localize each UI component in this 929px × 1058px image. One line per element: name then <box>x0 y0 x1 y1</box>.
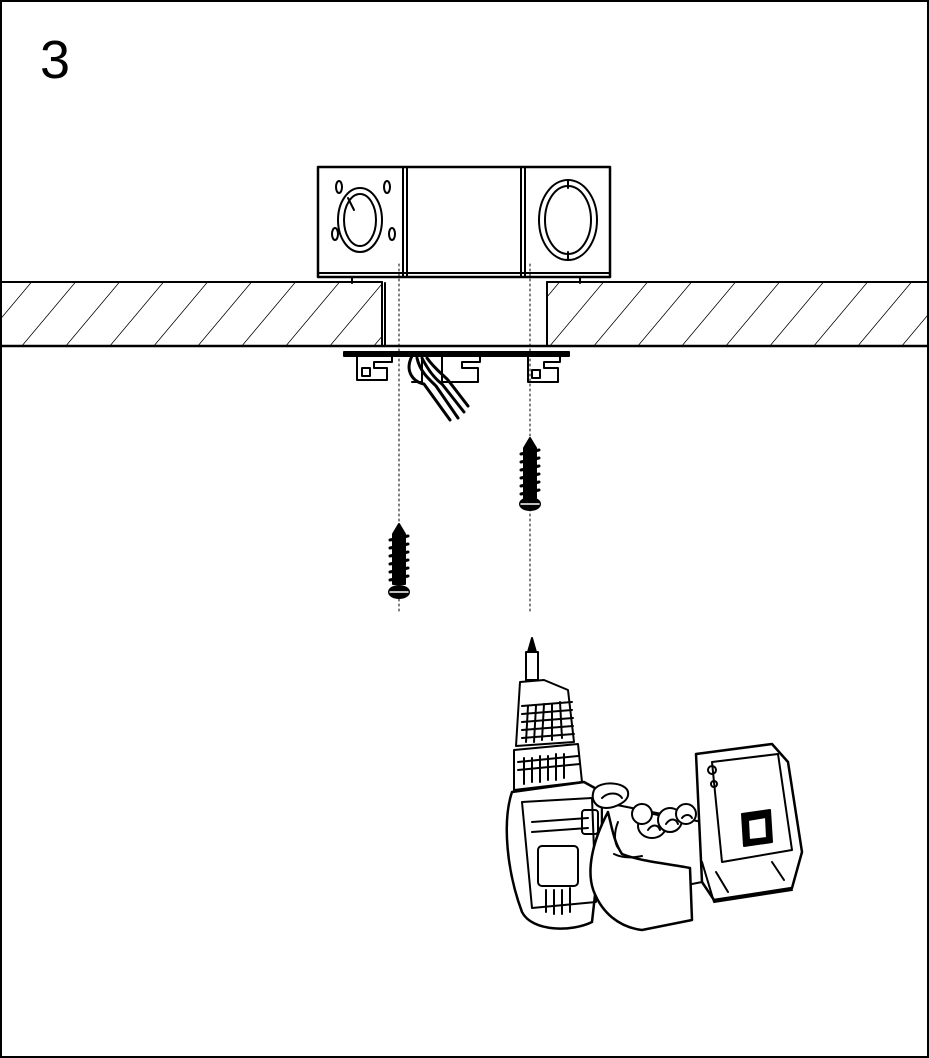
mounting-screw-left <box>388 523 410 599</box>
junction-box <box>316 165 612 284</box>
step-number: 3 <box>40 30 71 90</box>
mounting-bracket <box>343 351 570 383</box>
ceiling-section <box>2 281 927 348</box>
hand <box>589 782 697 932</box>
guide-lines <box>398 263 531 613</box>
supply-wires <box>407 354 470 422</box>
mounting-screw-right <box>519 437 541 511</box>
